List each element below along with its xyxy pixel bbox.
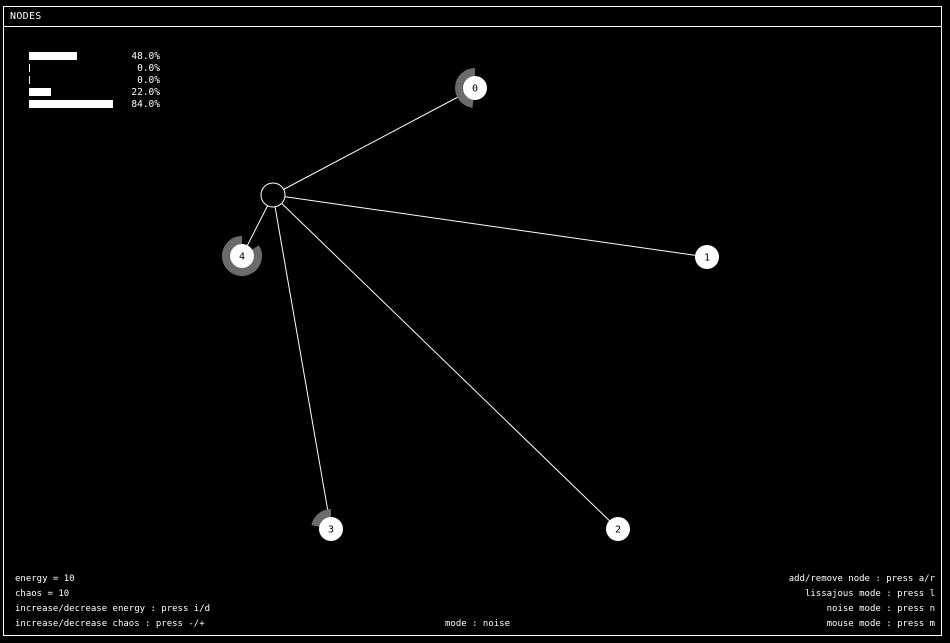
node-label: 2 <box>615 525 621 536</box>
bar-row: 0.0% <box>29 75 189 87</box>
bar-label: 84.0% <box>131 99 160 110</box>
chaos-readout: chaos = 10 <box>15 589 70 599</box>
bar-label: 0.0% <box>137 75 160 86</box>
node-label: 3 <box>328 525 334 536</box>
edge-line <box>272 87 476 196</box>
node-circle[interactable] <box>463 76 487 100</box>
bar-fill <box>29 100 113 108</box>
bar-fill <box>29 52 77 60</box>
node-circle[interactable] <box>319 517 343 541</box>
energy-readout: energy = 10 <box>15 574 75 584</box>
bar-fill <box>29 88 51 96</box>
mode-readout: mode : noise <box>445 619 511 629</box>
bar-label: 0.0% <box>137 63 160 74</box>
node-2[interactable]: 2 <box>606 517 630 541</box>
mouse-help-text: mouse mode : press m <box>826 619 935 629</box>
bar-row: 48.0% <box>29 51 189 63</box>
activity-arcs <box>222 68 476 528</box>
energy-help-text: increase/decrease energy : press i/d <box>15 604 211 614</box>
bar-fill <box>29 76 30 84</box>
node-activity-arc <box>455 68 476 108</box>
activity-bars: 48.0% 0.0% 0.0% 22.0% 84.0% <box>29 51 189 111</box>
chaos-help-text: increase/decrease chaos : press -/+ <box>15 619 205 629</box>
node-0[interactable]: 0 <box>463 76 487 100</box>
bar-label: 22.0% <box>131 87 160 98</box>
edge-line <box>272 194 332 530</box>
node-label: 1 <box>704 253 710 264</box>
edge-line <box>272 194 619 530</box>
node-activity-arc <box>311 509 332 528</box>
bar-row: 0.0% <box>29 63 189 75</box>
node-label: 0 <box>472 84 478 95</box>
edge-line <box>272 194 708 258</box>
node-circle[interactable] <box>606 517 630 541</box>
nodes: 0 1 2 3 4 <box>230 76 719 541</box>
node-circle[interactable] <box>695 245 719 269</box>
node-label: 4 <box>239 252 245 263</box>
hub-node[interactable] <box>260 182 286 208</box>
app-window: NODES <box>3 6 942 636</box>
add-remove-help-text: add/remove node : press a/r <box>788 574 935 584</box>
lissajous-help-text: lissajous mode : press l <box>804 589 935 599</box>
window-title: NODES <box>4 7 941 27</box>
node-3[interactable]: 3 <box>319 517 343 541</box>
noise-help-text: noise mode : press n <box>826 604 935 614</box>
bar-row: 22.0% <box>29 87 189 99</box>
node-activity-arc <box>222 236 262 276</box>
bar-fill <box>29 64 30 72</box>
node-4[interactable]: 4 <box>230 244 254 268</box>
bar-row: 84.0% <box>29 99 189 111</box>
node-circle[interactable] <box>230 244 254 268</box>
bar-label: 48.0% <box>131 51 160 62</box>
edges <box>241 87 708 530</box>
node-1[interactable]: 1 <box>695 245 719 269</box>
